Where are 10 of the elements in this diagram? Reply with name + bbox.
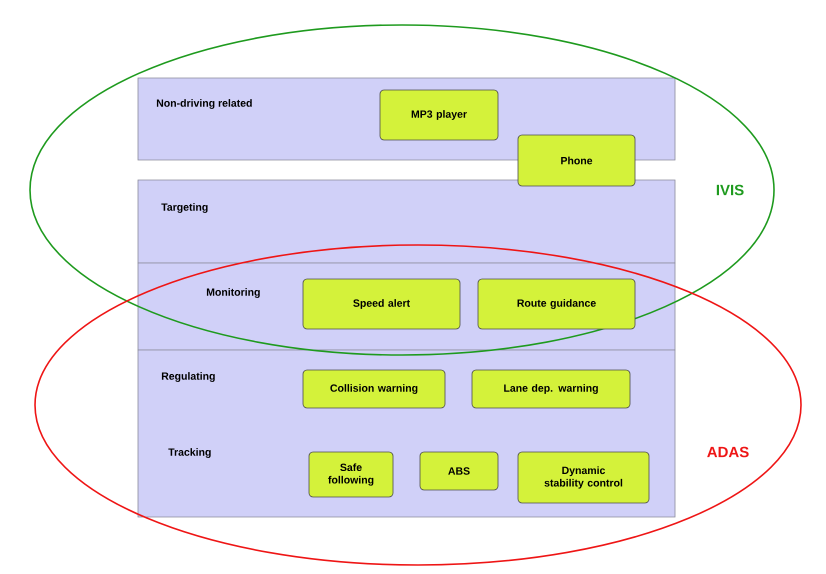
layer-panel: Targeting	[138, 180, 676, 264]
function-box: Safe following	[308, 452, 394, 498]
function-box: Lane dep. warning	[472, 370, 630, 408]
function-box: MP3 player	[380, 90, 498, 140]
function-box: Phone	[518, 134, 636, 186]
function-box: Speed alert	[302, 278, 460, 330]
function-box: ABS	[420, 452, 498, 490]
function-box: Collision warning	[302, 370, 446, 408]
function-box: Dynamic stability control	[518, 452, 650, 504]
function-box: Route guidance	[478, 278, 636, 330]
